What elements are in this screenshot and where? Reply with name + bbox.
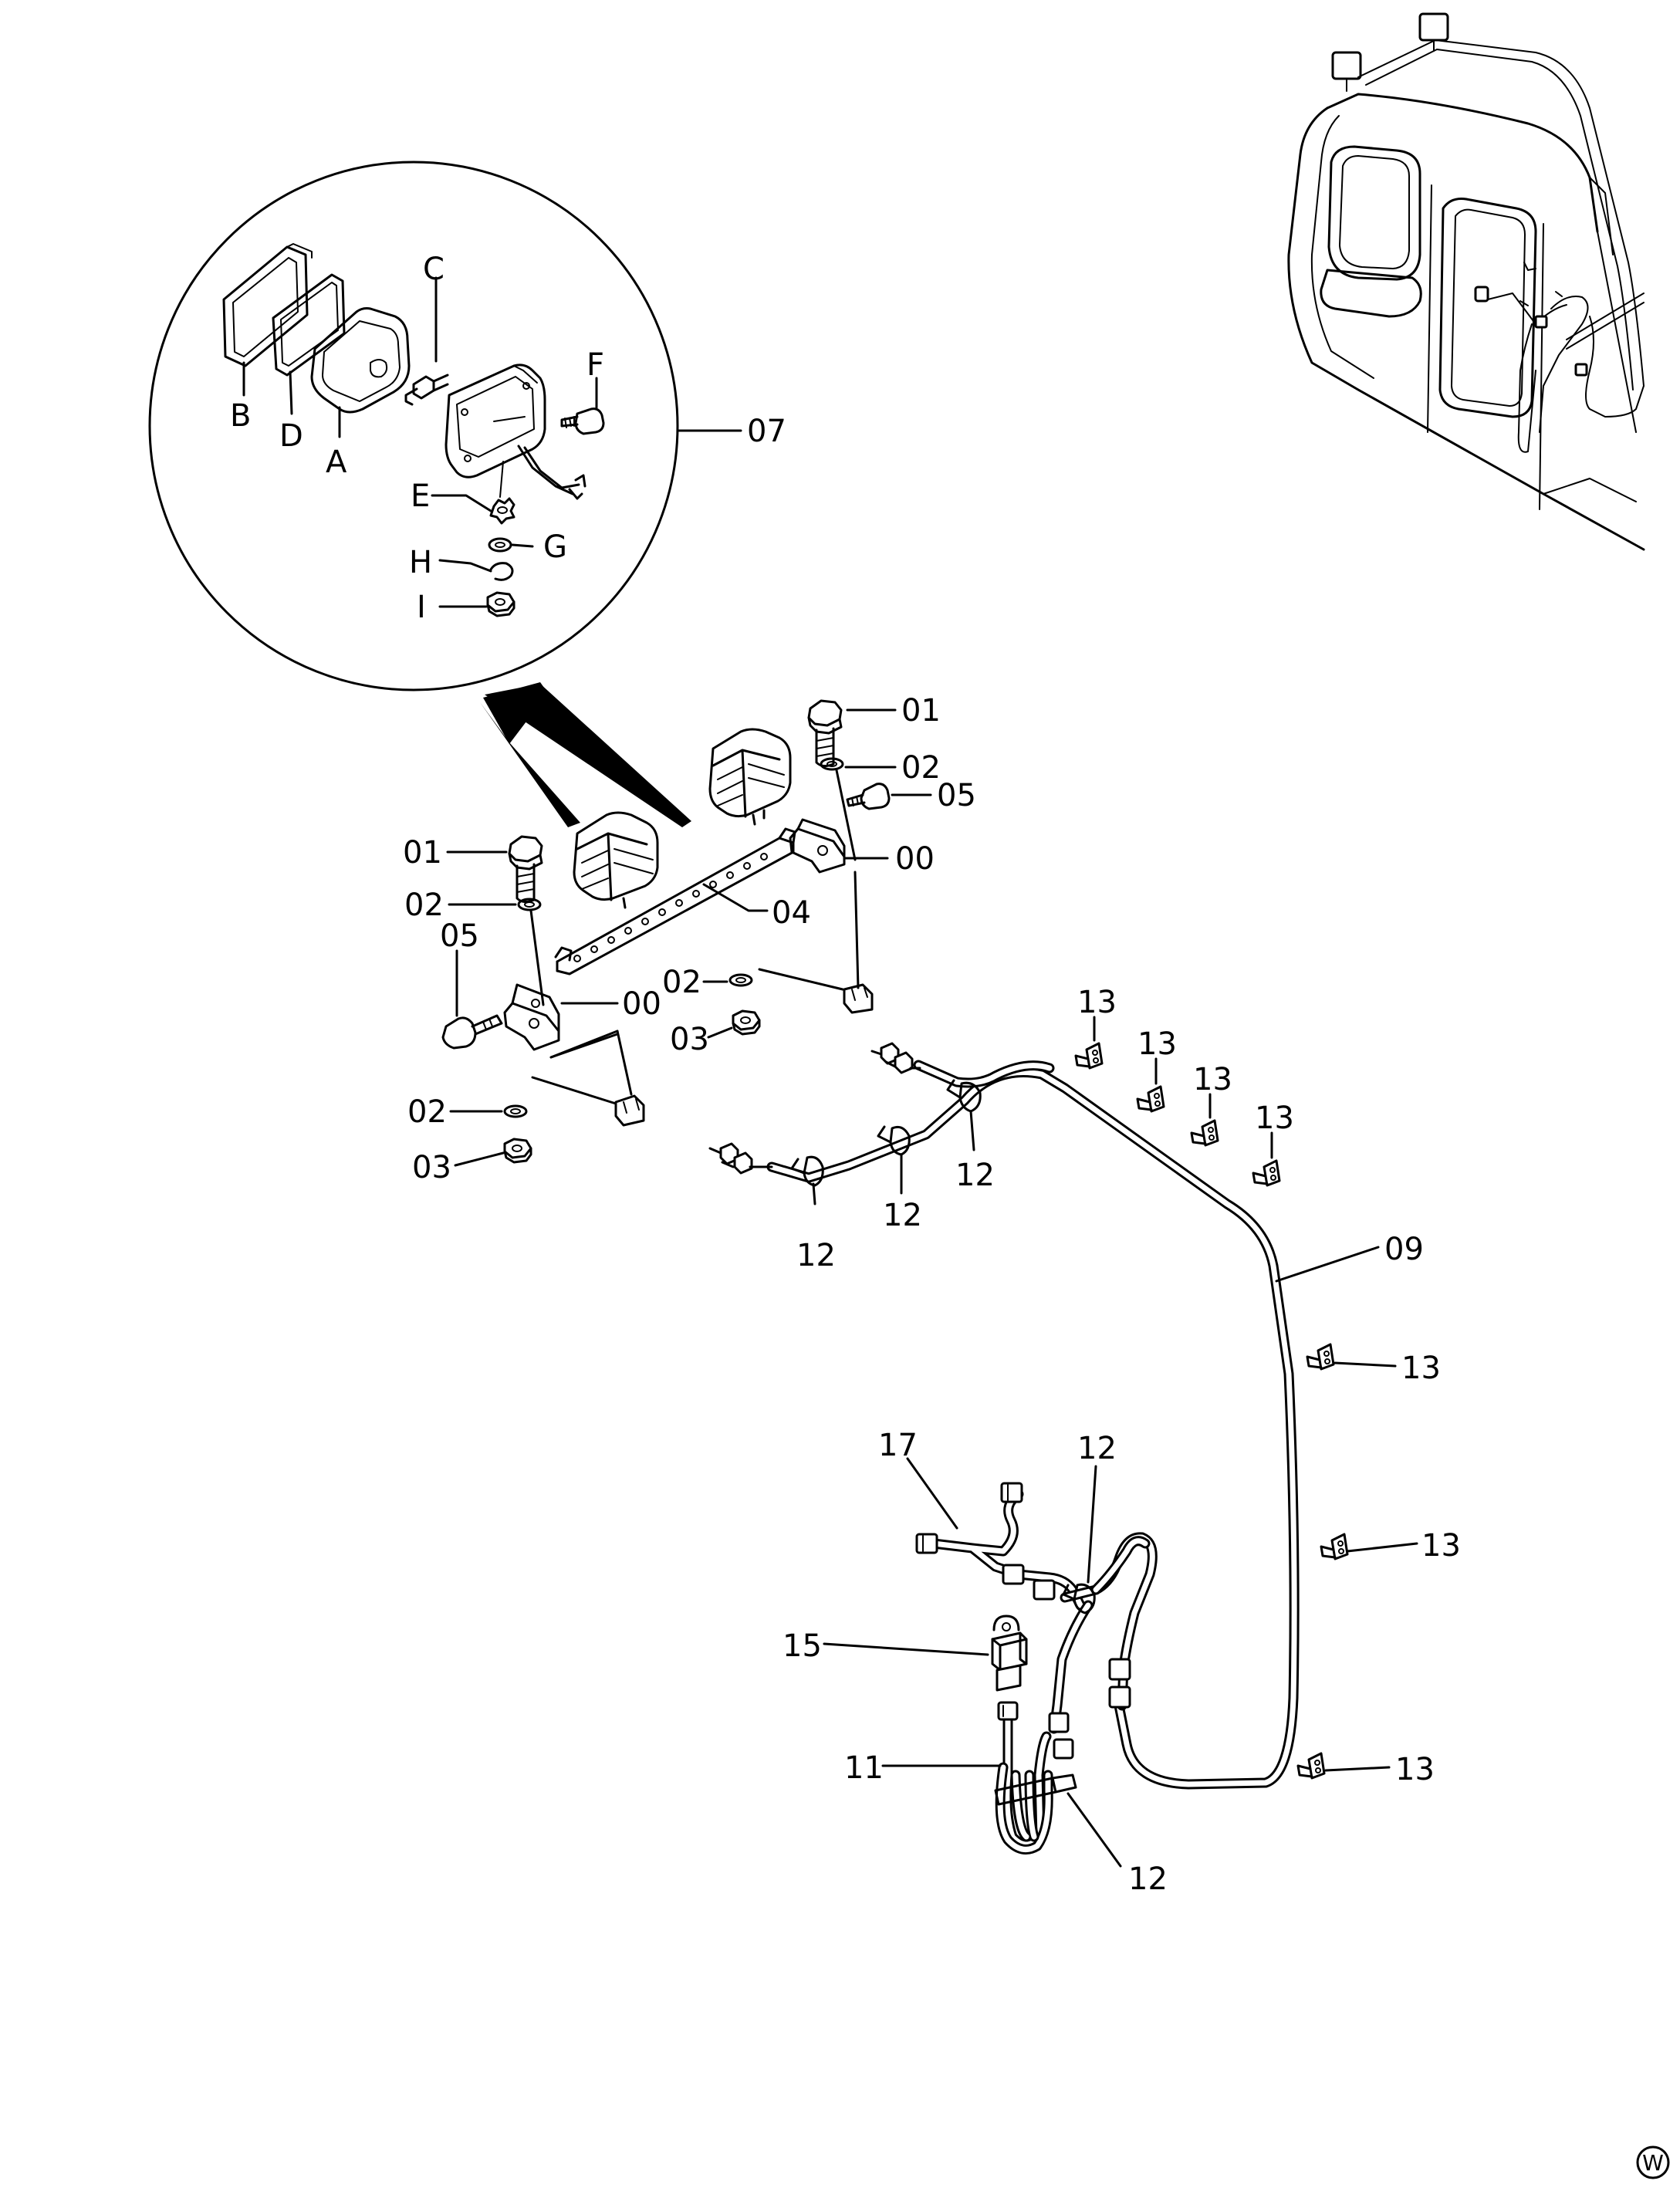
label-02-mid: 02 bbox=[662, 965, 701, 1000]
label-A: A bbox=[326, 445, 347, 480]
label-12-b: 12 bbox=[883, 1198, 922, 1233]
label-13-a: 13 bbox=[1077, 985, 1117, 1020]
label-02-left: 02 bbox=[404, 888, 444, 923]
label-13-b: 13 bbox=[1137, 1026, 1177, 1062]
label-02-right: 02 bbox=[901, 750, 941, 786]
label-H: H bbox=[409, 545, 432, 580]
label-02-lower: 02 bbox=[407, 1094, 447, 1130]
label-13-c: 13 bbox=[1193, 1062, 1232, 1097]
label-13-g: 13 bbox=[1395, 1752, 1435, 1787]
label-D: D bbox=[279, 418, 303, 454]
clips-13 bbox=[1074, 1016, 1418, 1780]
label-04: 04 bbox=[772, 895, 811, 931]
label-03-mid: 03 bbox=[670, 1022, 709, 1057]
label-12-d: 12 bbox=[1077, 1431, 1117, 1466]
label-F: F bbox=[586, 347, 604, 383]
label-12-a: 12 bbox=[955, 1158, 995, 1193]
label-13-d: 13 bbox=[1255, 1101, 1294, 1136]
main-harness bbox=[708, 1042, 1380, 1790]
label-00-left: 00 bbox=[622, 986, 661, 1022]
sub-harness-group bbox=[823, 1457, 1158, 1868]
lamp-detail-circle bbox=[148, 161, 742, 827]
label-05-left: 05 bbox=[440, 918, 479, 954]
label-E: E bbox=[411, 478, 430, 514]
label-G: G bbox=[543, 529, 567, 565]
part-labels: C F B D A 07 E G H I 01 02 05 00 04 01 0… bbox=[230, 252, 1461, 1897]
cab-overview bbox=[1287, 12, 1645, 551]
label-C: C bbox=[423, 252, 445, 287]
label-00-right: 00 bbox=[895, 841, 935, 877]
label-03-lower: 03 bbox=[412, 1150, 451, 1185]
label-09: 09 bbox=[1384, 1232, 1424, 1267]
label-01-right: 01 bbox=[901, 693, 941, 729]
label-13-f: 13 bbox=[1421, 1528, 1461, 1564]
label-B: B bbox=[230, 398, 251, 434]
label-07: 07 bbox=[747, 414, 786, 449]
label-01-left: 01 bbox=[403, 835, 442, 871]
label-I: I bbox=[417, 590, 426, 625]
label-17: 17 bbox=[878, 1428, 918, 1463]
corner-mark: W bbox=[1636, 2145, 1670, 2179]
label-05-right: 05 bbox=[937, 778, 976, 813]
label-11: 11 bbox=[844, 1750, 884, 1786]
label-12-c: 12 bbox=[796, 1238, 836, 1273]
corner-mark-letter: W bbox=[1642, 2150, 1664, 2176]
label-12-e: 12 bbox=[1128, 1861, 1168, 1897]
label-13-e: 13 bbox=[1401, 1351, 1441, 1386]
label-15: 15 bbox=[783, 1628, 822, 1664]
lamp-assembly bbox=[441, 699, 932, 1167]
